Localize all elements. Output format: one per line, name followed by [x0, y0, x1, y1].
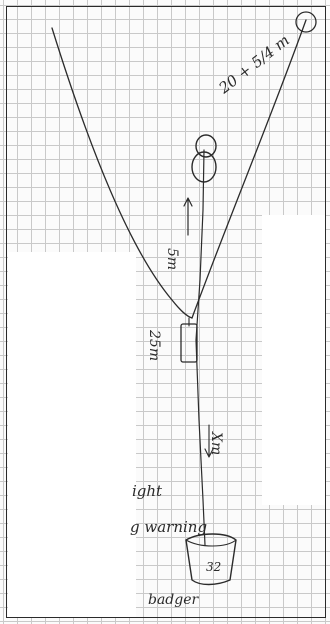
bottom-label: badger	[148, 592, 200, 608]
bucket-icon	[185, 533, 237, 586]
top-pulley-icon	[295, 11, 317, 33]
main-vertical-rope	[195, 149, 206, 546]
right-rope-line	[191, 19, 307, 319]
warning-label: g warning	[130, 518, 207, 536]
lower-arrow	[204, 424, 214, 458]
hanging-bag-icon	[180, 323, 198, 363]
blank-region-right	[262, 215, 326, 505]
segment-length-label: 5m	[164, 248, 180, 270]
blank-region-left	[8, 252, 136, 618]
bucket-label: 32	[206, 560, 221, 574]
upper-pulley-icon	[195, 134, 217, 158]
left-rope-curve	[51, 27, 193, 319]
bucket-rim	[185, 539, 237, 547]
lower-line-length-label: Xm	[208, 431, 224, 455]
segment-arrow	[183, 197, 193, 236]
weight-label: ight	[132, 482, 163, 500]
drop-length-label: 25m	[146, 329, 162, 361]
